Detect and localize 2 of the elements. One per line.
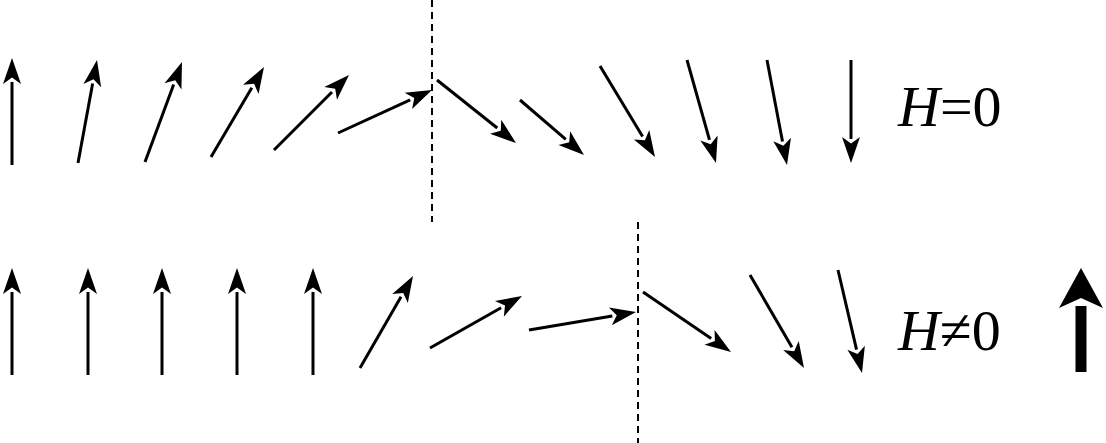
field-label: H≠0 <box>898 302 1001 360</box>
field-label: H=0 <box>898 78 1002 136</box>
